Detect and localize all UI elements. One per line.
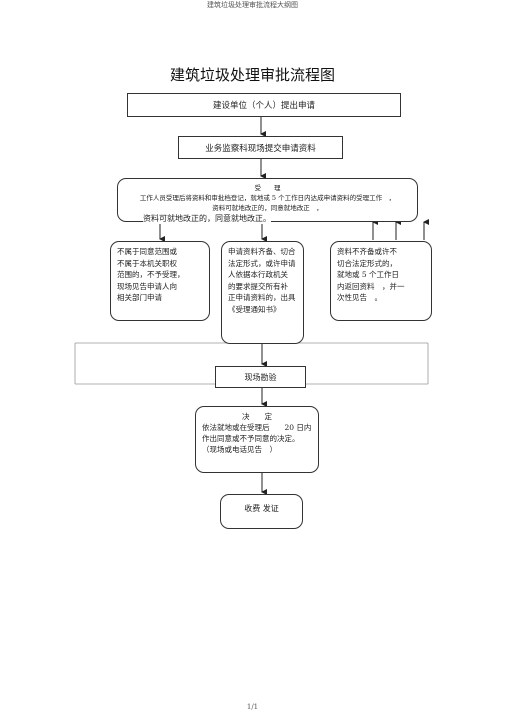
branch-right: 资料不齐备或许不 切合法定形式的， 就地或 5 个工作日 内返回资料 ，并一 次… — [330, 241, 432, 321]
step-issue: 收费 发证 — [220, 494, 303, 529]
decide-heading: 决 定 — [242, 412, 272, 421]
accept-line-1: 工作人员受理后将资料和审批档登记，就地或 5 个工作日内达成申请资料的受理工作 … — [139, 194, 396, 202]
step-survey: 现场勘验 — [215, 366, 306, 388]
page-number: 1/1 — [246, 703, 259, 711]
step-decide: 决 定 依法就地或在受理后 20 日内 作出同意或不予同意的决定。 （现场或电话… — [195, 406, 319, 473]
page-title: 建筑垃圾处理审批流程图 — [169, 66, 335, 84]
branch-left: 不属于同意范围或 不属于本机关职权 范围的，不予受理， 现场见告申请人向 相关部… — [110, 241, 210, 321]
accept-heading: 受 理 — [254, 184, 281, 192]
decide-body: 依法就地或在受理后 20 日内 作出同意或不予同意的决定。 （现场或电话见告 ） — [202, 423, 312, 454]
accept-line-2: 资料可就地改正的，同意就地改正 ， — [212, 204, 323, 212]
document-header: 建筑垃圾处理审批流程大纲图 — [207, 1, 298, 9]
accept-line-3: 资料可就地改正的，同意就地改正。 — [143, 213, 271, 224]
step-submit: 业务监察科现场提交申请资料 — [178, 136, 343, 159]
step-apply: 建设单位（个人）提出申请 — [127, 93, 401, 117]
branch-middle: 申请资料齐备、切合 法定形式，或许申请 人依据本行政机关 的要求提交所有补 正申… — [221, 241, 304, 344]
